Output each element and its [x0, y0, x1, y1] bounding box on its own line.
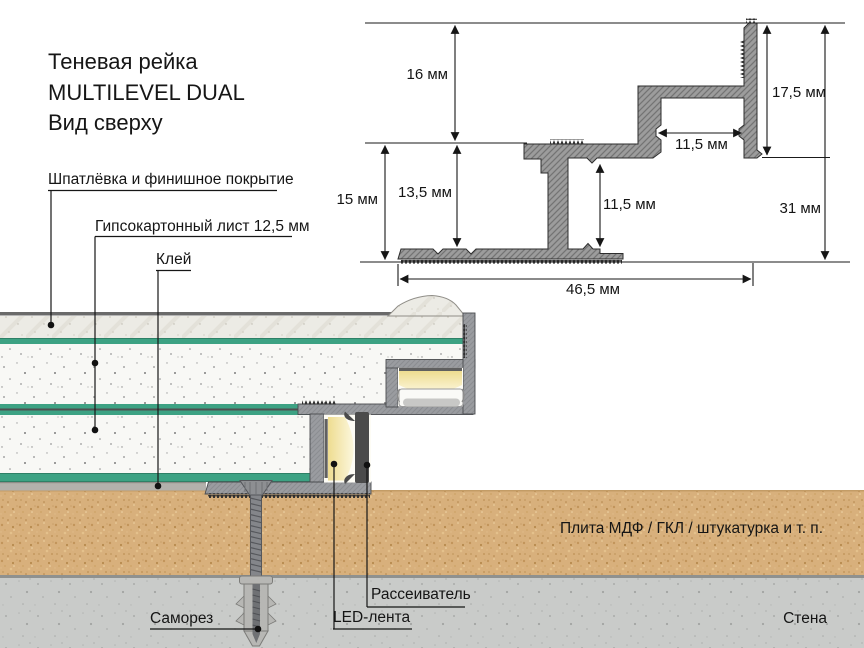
- callout-screw: Саморез: [150, 610, 214, 627]
- dim-11-5mm-horizontal: 11,5 мм: [675, 136, 728, 153]
- dim-13-5mm: 13,5 мм: [398, 184, 452, 201]
- upper-led-glow: [399, 371, 462, 393]
- putty-finish-layer: [0, 316, 463, 338]
- sheet-seam: [0, 408, 310, 411]
- drywall-2-paper-top: [0, 410, 310, 415]
- drywall-1-paper-top: [0, 338, 463, 344]
- dimension-lines: [380, 25, 830, 284]
- glue-layer: [0, 482, 206, 491]
- base-knurl: [401, 258, 622, 264]
- callout-dots: [47, 321, 371, 633]
- extension-lines: [360, 22, 850, 286]
- dim-15mm: 15 мм: [336, 191, 378, 208]
- page-title: Теневая рейка MULTILEVEL DUAL Вид сверху: [48, 47, 245, 139]
- drywall-1-paper-bottom: [0, 404, 299, 409]
- flange-inner-knurl: [463, 324, 467, 358]
- upper-led-channel: [396, 367, 465, 407]
- callout-board: Плита МДФ / ГКЛ / штукатурка и т. п.: [559, 520, 823, 537]
- callout-wall: Стена: [783, 610, 827, 627]
- profile-base-flange: [204, 481, 372, 495]
- tech-drawing: [360, 18, 850, 286]
- title-line-1: Теневая рейка: [48, 49, 198, 74]
- callout-glue: Клей: [156, 251, 192, 268]
- flange-top-serration: [746, 18, 757, 24]
- screw: [239, 480, 273, 576]
- putty-mound: [386, 294, 464, 317]
- dim-46-5mm: 46,5 мм: [566, 281, 620, 298]
- finish-surface-line: [0, 312, 392, 316]
- callout-diffuser: Рассеиватель: [371, 586, 471, 603]
- dowel: [235, 575, 277, 647]
- dim-11-5mm-vertical: 11,5 мм: [603, 196, 656, 213]
- wall-board-seam: [0, 575, 864, 578]
- profile-cross-section: [397, 22, 763, 260]
- drywall-sheet-2: [0, 415, 310, 474]
- upper-led-strip: [399, 368, 462, 372]
- title-line-3: Вид сверху: [48, 110, 163, 135]
- dim-31mm: 31 мм: [779, 200, 821, 217]
- concrete-wall-layer: [0, 578, 864, 648]
- tongue-knurl: [302, 400, 336, 405]
- title-line-2: MULTILEVEL DUAL: [48, 79, 245, 105]
- bar-knurl: [550, 139, 584, 144]
- dim-17-5mm: 17,5 мм: [772, 84, 826, 101]
- flange-knurl: [208, 493, 370, 498]
- lower-led-channel: [324, 411, 371, 484]
- dim-16mm: 16 мм: [406, 66, 448, 83]
- mdf-board-layer: [0, 490, 864, 575]
- lower-led-strip: [324, 419, 328, 478]
- callout-putty: Шпатлёвка и финишное покрытие: [48, 171, 294, 188]
- callout-leaders: [48, 189, 465, 630]
- callout-led: LED-лента: [333, 609, 411, 626]
- drywall-2-paper-bottom: [0, 473, 310, 482]
- callout-drywall: Гипсокартонный лист 12,5 мм: [95, 218, 310, 235]
- section-drawing: [0, 294, 864, 648]
- flange-knurl-tech: [740, 40, 744, 78]
